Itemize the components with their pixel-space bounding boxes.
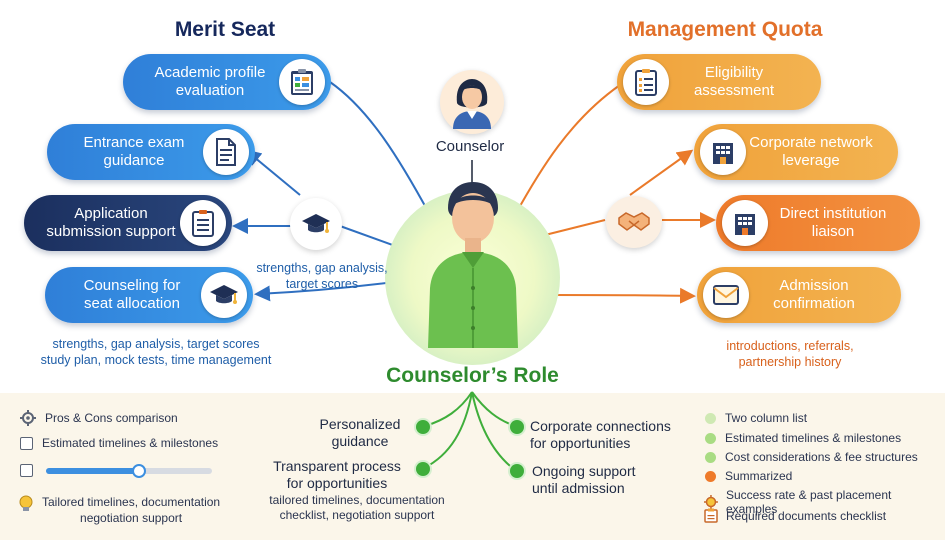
role-dot-2: [416, 462, 430, 476]
legend-tailored-timelines-label: Tailored timelines, documentation negoti…: [42, 495, 221, 525]
legend-success-rate: Success rate & past placement examples: [704, 488, 945, 516]
handshake-icon: [618, 212, 650, 231]
legend-tailored-timelines[interactable]: Tailored timelines, documentation negoti…: [18, 494, 220, 526]
female-counselor-icon: [453, 79, 491, 129]
envelope-icon: [703, 272, 749, 318]
document-icon: [203, 129, 249, 175]
legend-summarized: Summarized: [705, 469, 792, 483]
merit-entrance-exam-label: Entrance exam guidance: [83, 134, 185, 169]
green-dot-icon: [705, 451, 716, 463]
role-transparent-process: Transparent process for opportunities: [273, 458, 401, 491]
merit-academic-profile-label: Academic profile evaluation: [154, 64, 266, 99]
legend-estimated-timelines[interactable]: Estimated timelines & milestones: [20, 436, 218, 450]
clipboard-chart-icon: [279, 59, 325, 105]
mgmt-corporate-network[interactable]: Corporate network leverage: [694, 124, 898, 180]
graduation-cap-icon: [201, 272, 247, 318]
checklist-icon: [180, 200, 226, 246]
light-green-dot-icon: [705, 412, 716, 424]
role-dot-3: [510, 420, 524, 434]
slider-thumb[interactable]: [131, 464, 146, 478]
merit-application-submission-label: Application submission support: [46, 205, 176, 240]
legend-pros-cons-label: Pros & Cons comparison: [45, 411, 178, 425]
role-dot-4: [510, 464, 524, 478]
legend-estimated-milestones: Estimated timelines & milestones: [705, 431, 901, 445]
mgmt-admission-confirmation[interactable]: Admission confirmation: [697, 267, 901, 323]
gear-icon: [704, 495, 718, 509]
mgmt-direct-institution-label: Direct institution liaison: [779, 205, 887, 240]
connector-eligibility: [514, 84, 621, 216]
green-dot-icon: [705, 432, 716, 444]
role-ongoing-support: Ongoing support until admission: [532, 463, 636, 496]
connector-corporate: [629, 149, 694, 196]
mgmt-eligibility-label: Eligibility assessment: [693, 64, 775, 99]
connector-admission: [549, 287, 696, 304]
lightbulb-icon: [19, 495, 33, 511]
role-left-subtext: tailored timelines, documentation checkl…: [269, 493, 445, 522]
merit-seat-title: Merit Seat: [174, 18, 276, 41]
mgmt-corporate-network-label: Corporate network leverage: [749, 134, 873, 169]
mgmt-bottom-note: introductions, referrals, partnership hi…: [726, 339, 854, 369]
clipboard-icon: [704, 508, 718, 523]
male-counselor-icon: [428, 182, 518, 348]
role-dot-1: [416, 420, 430, 434]
merit-counseling-seat[interactable]: Counseling for seat allocation: [45, 267, 253, 323]
merit-counseling-seat-label: Counseling for seat allocation: [83, 277, 181, 312]
counselor-label: Counselor: [435, 138, 505, 155]
mgmt-admission-confirmation-label: Admission confirmation: [773, 277, 855, 312]
merit-entrance-exam[interactable]: Entrance exam guidance: [47, 124, 255, 180]
gear-icon: [20, 410, 36, 426]
orange-dot-icon: [705, 470, 716, 482]
merit-bottom-note: strengths, gap analysis, target scores s…: [40, 337, 272, 367]
role-corporate-connections: Corporate connections for opportunities: [530, 418, 671, 451]
institution-building-icon: [722, 200, 768, 246]
checklist-clipboard-icon: [623, 59, 669, 105]
office-building-icon: [700, 129, 746, 175]
merit-center-note: strengths, gap analysis, target scores: [256, 261, 388, 291]
slider-fill: [46, 468, 139, 474]
legend-slider-row[interactable]: [20, 464, 42, 477]
connector-entrance: [244, 149, 301, 196]
progress-slider[interactable]: [46, 464, 212, 478]
graduation-hat-node: [290, 198, 342, 250]
mortarboard-icon: [302, 214, 330, 233]
checkbox-icon[interactable]: [20, 436, 33, 450]
legend-pros-cons[interactable]: Pros & Cons comparison: [20, 410, 178, 426]
mgmt-eligibility[interactable]: Eligibility assessment: [617, 54, 821, 110]
checkbox-icon[interactable]: [20, 464, 33, 477]
role-personalized-guidance: Personalized guidance: [319, 416, 401, 449]
mgmt-direct-institution[interactable]: Direct institution liaison: [716, 195, 920, 251]
merit-application-submission[interactable]: Application submission support: [24, 195, 232, 251]
counselor-role-title: Counselor’s Role: [386, 364, 559, 387]
merit-academic-profile[interactable]: Academic profile evaluation: [123, 54, 331, 110]
legend-two-column: Two column list: [705, 411, 807, 425]
connector-academic: [329, 81, 431, 216]
legend-required-documents: Required documents checklist: [704, 508, 886, 523]
management-quota-title: Management Quota: [627, 18, 823, 41]
counselor-avatar: [440, 70, 504, 134]
legend-estimated-timelines-label: Estimated timelines & milestones: [42, 436, 219, 450]
handshake-node: [606, 196, 662, 248]
legend-cost-considerations: Cost considerations & fee structures: [705, 450, 918, 464]
